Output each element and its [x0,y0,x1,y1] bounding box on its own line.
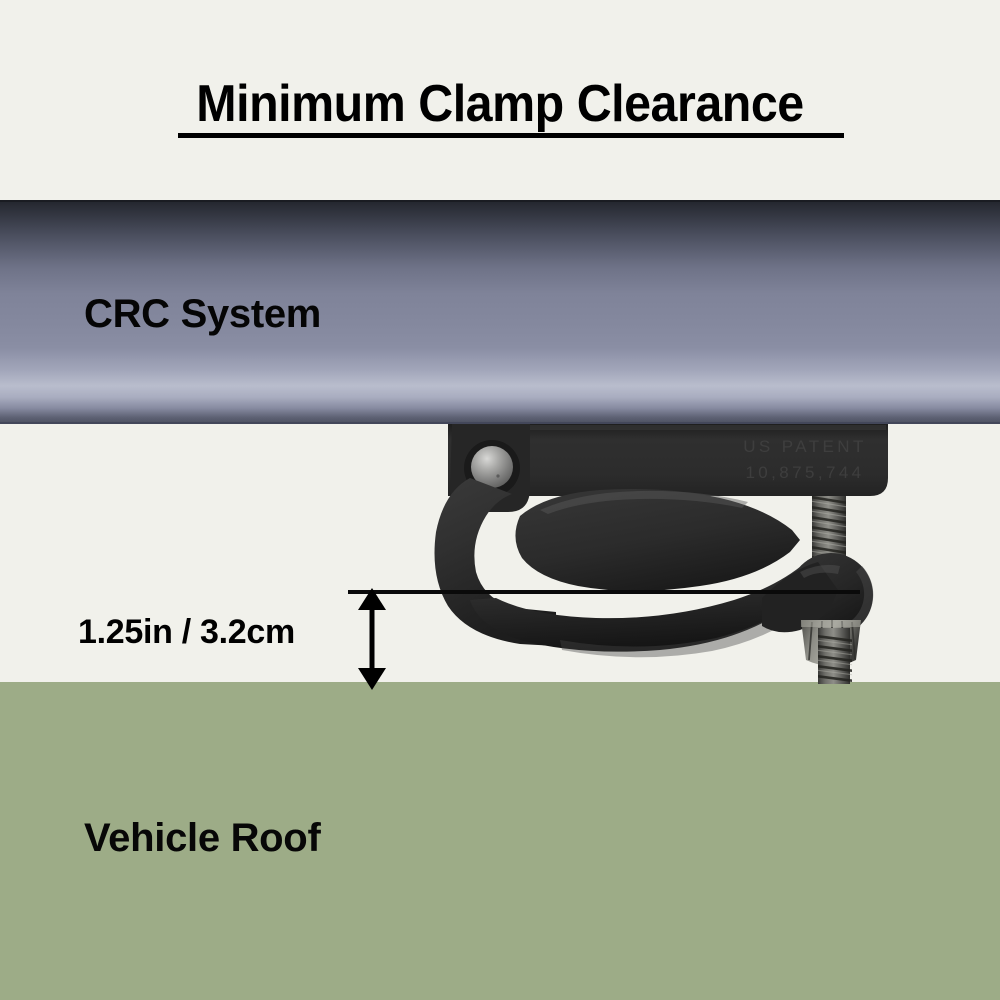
clamp-lever-highlight [560,600,806,658]
clamp-lever-arm [470,562,812,652]
page-title: Minimum Clamp Clearance [196,75,804,133]
clamp-knob [789,553,873,637]
clamp-knurled-nut [801,620,861,667]
crc-system-label: CRC System [84,292,322,336]
clamp-pivot-rivet [471,446,513,488]
clamp-bolt-upper-thread [812,490,846,578]
crc-bar-top-edge [0,200,1000,202]
clamp-pivot-rivet-dot [496,474,500,478]
vehicle-roof-surface [0,682,1000,1000]
clamp-hook-arm [434,478,556,646]
clamp-pivot-boss [450,424,530,512]
clamp-pivot-ring [464,440,520,496]
clamp-knob-edge-ridges [852,566,874,627]
clamp-knob-highlight [800,564,840,578]
title-underline [178,133,844,138]
patent-text-line2: 10,875,744 [745,463,864,482]
clamp-cam-body [515,489,800,591]
crc-bar-bottom-edge [0,422,1000,424]
dimension-arrow [358,588,386,690]
clamp-body [448,424,888,496]
clamp-bolt-lower-thread [818,628,852,684]
dimension-extension-line [348,590,860,594]
clamp-body-top-highlight [452,425,886,430]
clamp-cam-highlight [540,490,748,514]
crc-system-bar [0,200,1000,424]
patent-text-line1: US PATENT [743,437,866,456]
clamp-knob-arm-blend [762,562,838,633]
dimension-label: 1.25in / 3.2cm [78,613,295,651]
vehicle-roof-label: Vehicle Roof [84,816,321,860]
